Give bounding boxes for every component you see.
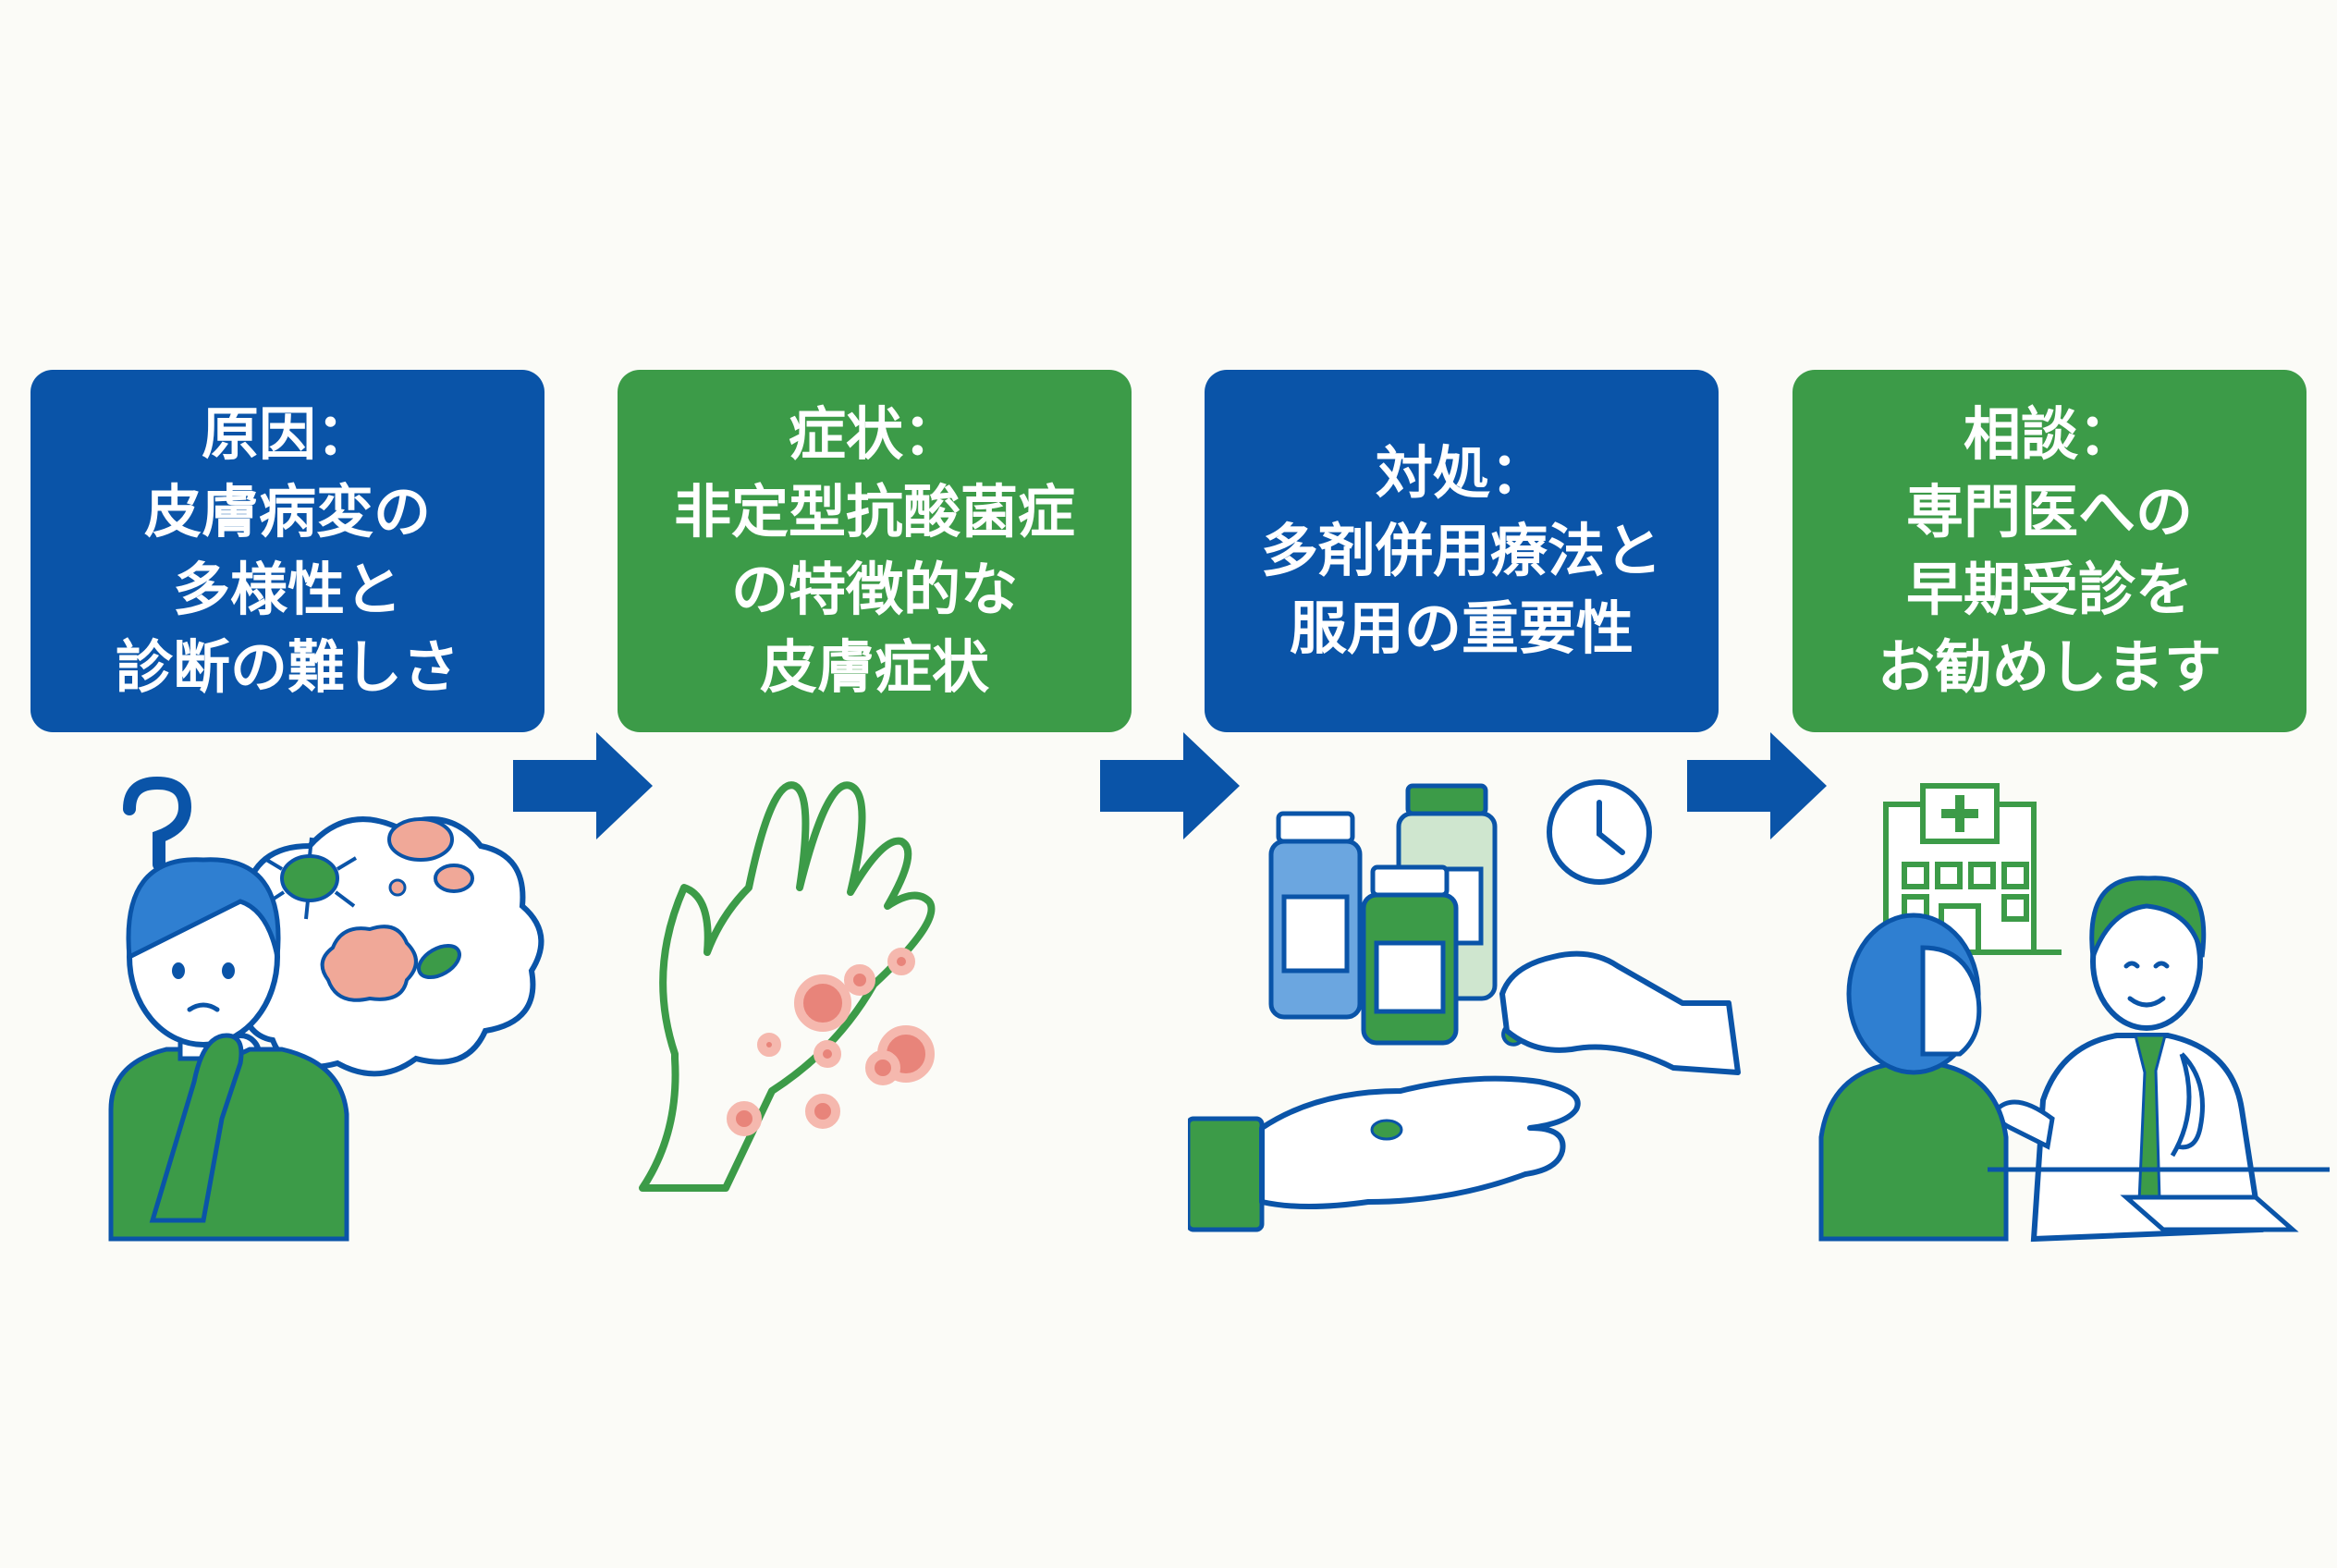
flow-arrow-icon — [1687, 732, 1827, 839]
question-mark-icon — [123, 777, 192, 871]
desk-icon — [1988, 1167, 2330, 1232]
step-card-cause: 原因： 皮膚病変の 多様性と 診断の難しさ — [31, 370, 544, 732]
card-line: 早期受診を — [1905, 556, 2193, 623]
rash-lesions — [727, 948, 935, 1136]
card-line: 非定型抗酸菌症 — [673, 478, 1075, 545]
card-line: の特徴的な — [730, 556, 1018, 623]
person-icon — [108, 857, 349, 1242]
hand-rash-icon — [639, 781, 936, 1192]
patient-icon — [1818, 913, 2009, 1242]
consultation-illustration — [1818, 783, 2330, 1243]
card-line: 服用の重要性 — [1289, 594, 1633, 662]
step-card-symptom: 症状： 非定型抗酸菌症 の特徴的な 皮膚症状 — [618, 370, 1132, 732]
confused-person-illustration — [108, 777, 544, 1242]
card-title: 対処： — [1375, 439, 1548, 507]
card-title: 症状： — [788, 400, 960, 468]
clock-icon — [1547, 779, 1652, 885]
card-line: 皮膚病変の — [143, 478, 431, 545]
card-line: 専門医への — [1905, 478, 2193, 545]
sleeve-icon — [1188, 1116, 1265, 1232]
card-line: 皮膚症状 — [759, 633, 989, 701]
pill-in-palm-icon — [1370, 1119, 1403, 1141]
medicine-treatment-illustration — [1188, 779, 1741, 1232]
card-title: 原因： — [201, 400, 373, 468]
step-card-consult: 相談： 専門医への 早期受診を お勧めします — [1793, 370, 2306, 732]
step-card-treatment: 対処： 多剤併用療法と 服用の重要性 — [1205, 370, 1719, 732]
card-title: 相談： — [1963, 400, 2135, 468]
flow-arrow-icon — [513, 732, 653, 839]
card-line: 多様性と — [172, 556, 402, 623]
card-line: 多剤併用療法と — [1260, 517, 1662, 584]
bacteria-icon — [262, 817, 474, 1002]
card-line: 診断の難しさ — [115, 633, 459, 701]
card-line: お勧めします — [1877, 633, 2221, 701]
medicine-bottle-icon — [1268, 783, 1498, 1046]
palm-hand-icon — [1259, 1075, 1581, 1209]
upper-hand-icon — [1499, 950, 1741, 1075]
flow-arrow-icon — [1100, 732, 1240, 839]
